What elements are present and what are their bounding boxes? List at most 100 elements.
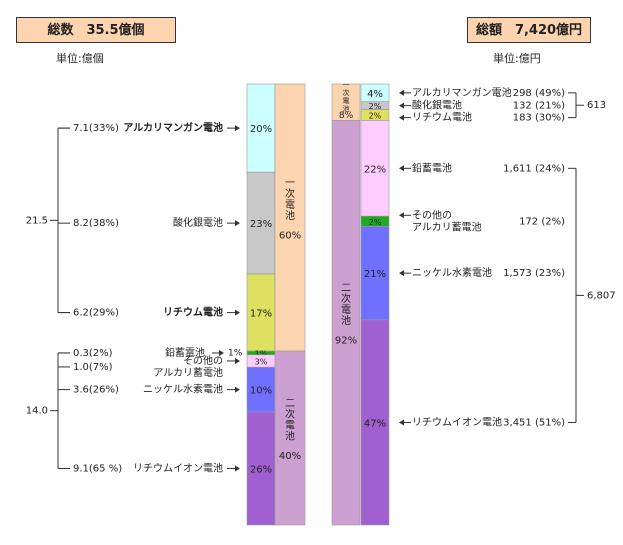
callout-value: 3.6(26%)	[73, 385, 119, 396]
category-label: リチウム電池	[163, 306, 223, 319]
category-arrow-head	[235, 465, 240, 472]
category-label: リチウムイオン電池	[133, 461, 223, 474]
category-label: ニッケル水素電池	[143, 383, 223, 396]
group-label-char: 次	[343, 88, 350, 97]
callout-value: 1.0(7%)	[73, 362, 113, 373]
left-chart-title: 総数 35.5億個	[16, 17, 176, 43]
group-pct-label: 40%	[279, 451, 301, 462]
group-total-label: 6,807	[587, 290, 616, 301]
group-label-char: 二	[285, 399, 295, 410]
callout-value: 6.2(29%)	[73, 308, 119, 319]
callout-value: 1,611 (24%)	[503, 163, 565, 174]
group-pct-label: 60%	[279, 231, 301, 242]
callout-value: 1,573 (23%)	[503, 268, 565, 279]
category-arrow-head	[235, 386, 240, 393]
category-label: アルカリ蓄電池	[412, 220, 482, 233]
segment-pct-label: 4%	[367, 89, 383, 100]
callout-value: 7.1(33%)	[73, 123, 119, 134]
group-total-label: 613	[587, 100, 606, 111]
segment-pct-label: 2%	[369, 218, 382, 227]
segment-pct-label: 2%	[369, 111, 382, 120]
category-pct-label: 1%	[228, 348, 243, 358]
category-label: アルカリマンガン電池	[123, 121, 223, 134]
category-arrow-head	[399, 212, 404, 219]
callout-value: 9.1(65 %)	[73, 463, 122, 474]
segment-pct-label: 17%	[250, 309, 272, 320]
bar-segment	[360, 120, 390, 217]
segment-pct-label: 23%	[250, 219, 272, 230]
bar-segment	[246, 411, 276, 526]
category-label: その他の	[183, 354, 223, 367]
callout-value: 132 (21%)	[513, 101, 565, 112]
segment-pct-label: 2%	[369, 102, 382, 111]
group-total-label: 21.5	[26, 215, 48, 226]
group-pct-label: 8%	[339, 111, 354, 121]
segment-pct-label: 21%	[364, 269, 386, 280]
group-label-char: 次	[285, 408, 295, 421]
category-arrow-head	[235, 357, 240, 364]
group-label-char: 二	[341, 283, 351, 294]
group-label-char: 一	[285, 178, 295, 189]
callout-value: 298 (49%)	[513, 88, 565, 99]
callout-value: 0.3(2%)	[73, 348, 113, 359]
right-unit-label: 単位:億円	[493, 52, 541, 65]
category-label: ニッケル水素電池	[412, 266, 492, 279]
category-arrow-head	[235, 309, 240, 316]
group-label-char: 池	[343, 104, 350, 113]
category-arrow-head	[235, 125, 240, 132]
category-arrow-head	[399, 165, 404, 172]
segment-pct-label: 26%	[250, 464, 272, 475]
category-arrow-head	[399, 114, 404, 121]
category-label: アルカリマンガン電池	[412, 86, 512, 99]
segment-pct-label: 47%	[364, 418, 386, 429]
group-label-char: 電	[341, 304, 351, 316]
bar-segment	[246, 83, 276, 173]
group-label-char: 池	[285, 209, 295, 222]
group-segment	[274, 83, 306, 352]
group-label-char: 電	[285, 420, 295, 432]
bar-segment	[246, 273, 276, 352]
group-label-char: 一	[343, 81, 350, 89]
group-segment	[331, 83, 361, 121]
category-arrow-head	[399, 270, 404, 277]
bar-segment	[360, 226, 390, 321]
group-label-char: 池	[285, 430, 295, 443]
category-label: 酸化銀電池	[412, 99, 462, 112]
bar-segment	[246, 366, 276, 413]
group-pct-label: 92%	[335, 336, 357, 347]
left-unit-label: 単位:億個	[56, 52, 104, 65]
category-label: 酸化銀電池	[173, 216, 223, 229]
category-arrow-head	[399, 419, 404, 426]
segment-pct-label: 22%	[364, 164, 386, 175]
group-total-label: 14.0	[26, 406, 48, 417]
segment-pct-label: 3%	[255, 358, 268, 367]
callout-value: 8.2(38%)	[73, 218, 119, 229]
callout-value: 3,451 (51%)	[503, 417, 565, 428]
group-label-char: 電	[285, 199, 295, 211]
category-label: リチウムイオン電池	[412, 415, 502, 428]
bar-segment	[246, 171, 276, 275]
segment-pct-label: 1%	[255, 349, 268, 358]
right-chart-title: 総額 7,420億円	[467, 17, 591, 43]
callout-value: 172 (2%)	[519, 216, 565, 227]
category-arrow-head	[235, 220, 240, 227]
segment-pct-label: 20%	[250, 124, 272, 135]
category-arrow-head	[219, 349, 224, 356]
category-label: 鉛蓄電池	[165, 346, 205, 359]
group-segment	[274, 350, 306, 526]
category-arrow-head	[399, 102, 404, 109]
bar-segment	[360, 319, 390, 526]
group-label-char: 電	[343, 97, 350, 105]
group-label-char: 池	[341, 314, 351, 327]
segment-pct-label: 10%	[250, 386, 272, 397]
category-label: アルカリ蓄電池	[153, 366, 223, 379]
category-label: その他の	[412, 208, 452, 221]
category-label: 鉛蓄電池	[412, 161, 452, 174]
category-label: リチウム電池	[412, 111, 472, 124]
group-label-char: 次	[285, 187, 295, 200]
category-arrow-head	[399, 89, 404, 96]
group-segment	[331, 120, 361, 526]
callout-value: 183 (30%)	[513, 113, 565, 124]
group-label-char: 次	[341, 292, 351, 305]
